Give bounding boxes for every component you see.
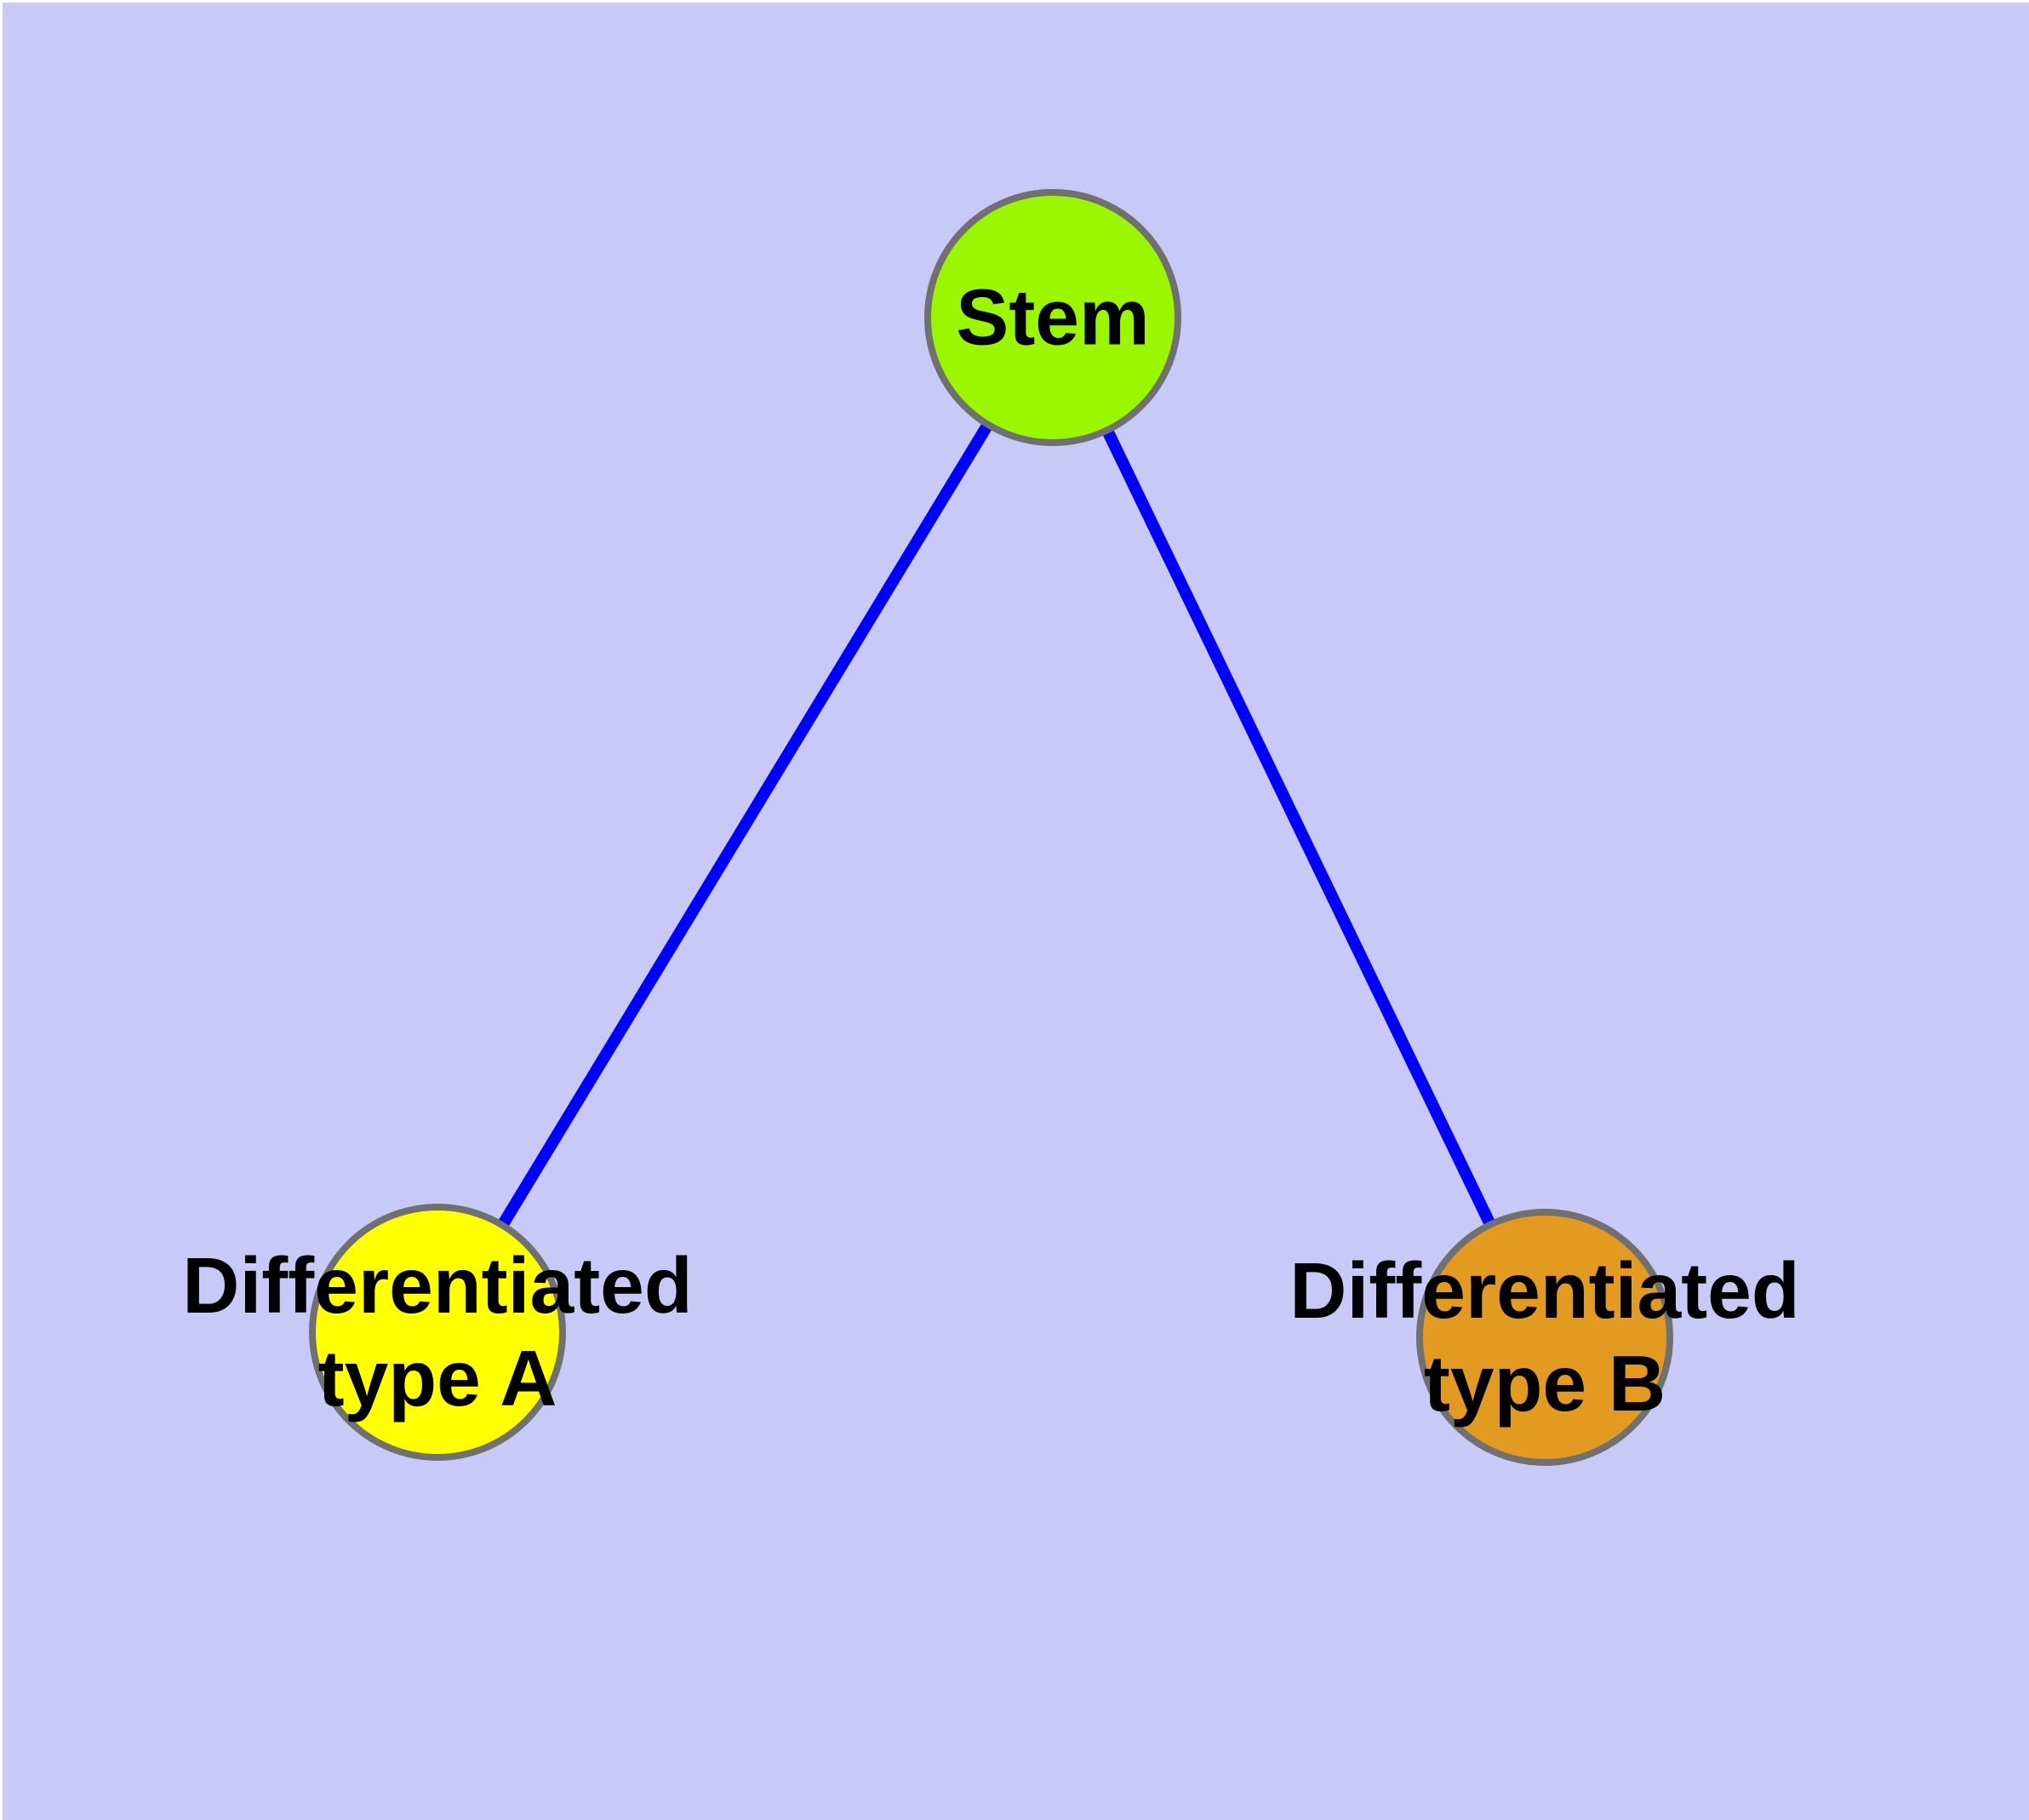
node-stem xyxy=(924,189,1181,446)
node-label-diff-a: Differentiated type A xyxy=(182,1241,693,1422)
node-diff-b xyxy=(1416,1209,1673,1466)
nodes-layer xyxy=(309,189,1673,1466)
node-diff-a xyxy=(309,1204,566,1461)
edges-layer xyxy=(432,314,1551,1341)
edge-stem-diff-a xyxy=(432,314,1058,1336)
node-label-diff-b: Differentiated type B xyxy=(1289,1246,1800,1428)
edge-stem-diff-b xyxy=(1047,314,1551,1341)
node-label-stem: Stem xyxy=(956,272,1150,362)
